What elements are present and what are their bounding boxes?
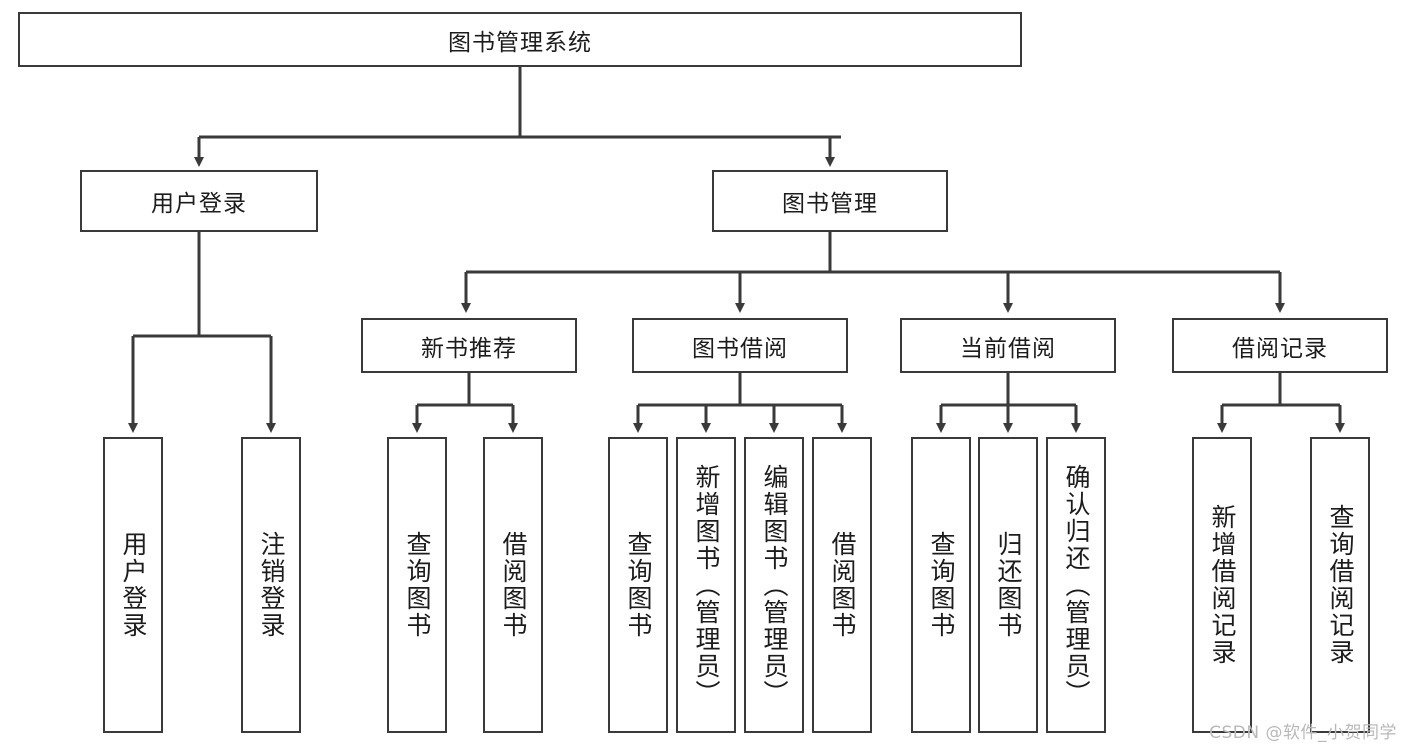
leaf-label: 查询图书: [624, 531, 653, 639]
leaf-query-book-current[interactable]: 查询图书: [911, 437, 971, 733]
node-user-login[interactable]: 用户登录: [80, 170, 318, 232]
leaf-user-login[interactable]: 用户登录: [103, 437, 163, 733]
node-book-borrow[interactable]: 图书借阅: [632, 318, 848, 373]
leaf-label: 查询图书: [927, 531, 956, 639]
leaf-add-borrow-record[interactable]: 新增借阅记录: [1192, 437, 1252, 733]
leaf-query-borrow-record[interactable]: 查询借阅记录: [1310, 437, 1370, 733]
leaf-return-book[interactable]: 归还图书: [978, 437, 1038, 733]
node-new-book-recommend[interactable]: 新书推荐: [361, 318, 577, 373]
leaf-label: 新增借阅记录: [1208, 504, 1237, 666]
node-label: 图书借阅: [692, 335, 788, 362]
leaf-add-book-admin[interactable]: 新增图书（管理员）: [676, 437, 736, 733]
leaf-label: 查询借阅记录: [1326, 504, 1355, 666]
leaf-borrow-book-recommend[interactable]: 借阅图书: [483, 437, 543, 733]
node-borrow-record[interactable]: 借阅记录: [1172, 318, 1388, 373]
node-label: 当前借阅: [960, 335, 1056, 362]
leaf-label: 归还图书: [994, 531, 1023, 639]
leaf-confirm-return-admin[interactable]: 确认归还（管理员）: [1046, 437, 1106, 733]
node-label: 新书推荐: [421, 335, 517, 362]
leaf-label: 借阅图书: [828, 531, 857, 639]
node-current-borrow[interactable]: 当前借阅: [900, 318, 1116, 373]
leaf-edit-book-admin[interactable]: 编辑图书（管理员）: [744, 437, 804, 733]
leaf-label: 确认归还（管理员）: [1062, 463, 1091, 707]
leaf-label: 借阅图书: [499, 531, 528, 639]
leaf-borrow-book[interactable]: 借阅图书: [812, 437, 872, 733]
node-label: 借阅记录: [1232, 335, 1328, 362]
leaf-label: 注销登录: [257, 531, 286, 639]
leaf-query-book-recommend[interactable]: 查询图书: [387, 437, 447, 733]
leaf-label: 用户登录: [119, 531, 148, 639]
leaf-label: 查询图书: [403, 531, 432, 639]
csdn-watermark: CSDN @软件_小贺同学: [1209, 723, 1397, 743]
node-book-management[interactable]: 图书管理: [712, 170, 948, 232]
leaf-query-book-borrow[interactable]: 查询图书: [608, 437, 668, 733]
node-label: 用户登录: [151, 191, 247, 217]
leaf-logout-login[interactable]: 注销登录: [241, 437, 301, 733]
leaf-label: 新增图书（管理员）: [692, 463, 721, 707]
leaf-label: 编辑图书（管理员）: [760, 463, 789, 707]
node-root-book-management-system[interactable]: 图书管理系统: [18, 12, 1022, 67]
node-label: 图书管理: [782, 191, 878, 217]
node-label: 图书管理系统: [448, 29, 592, 56]
